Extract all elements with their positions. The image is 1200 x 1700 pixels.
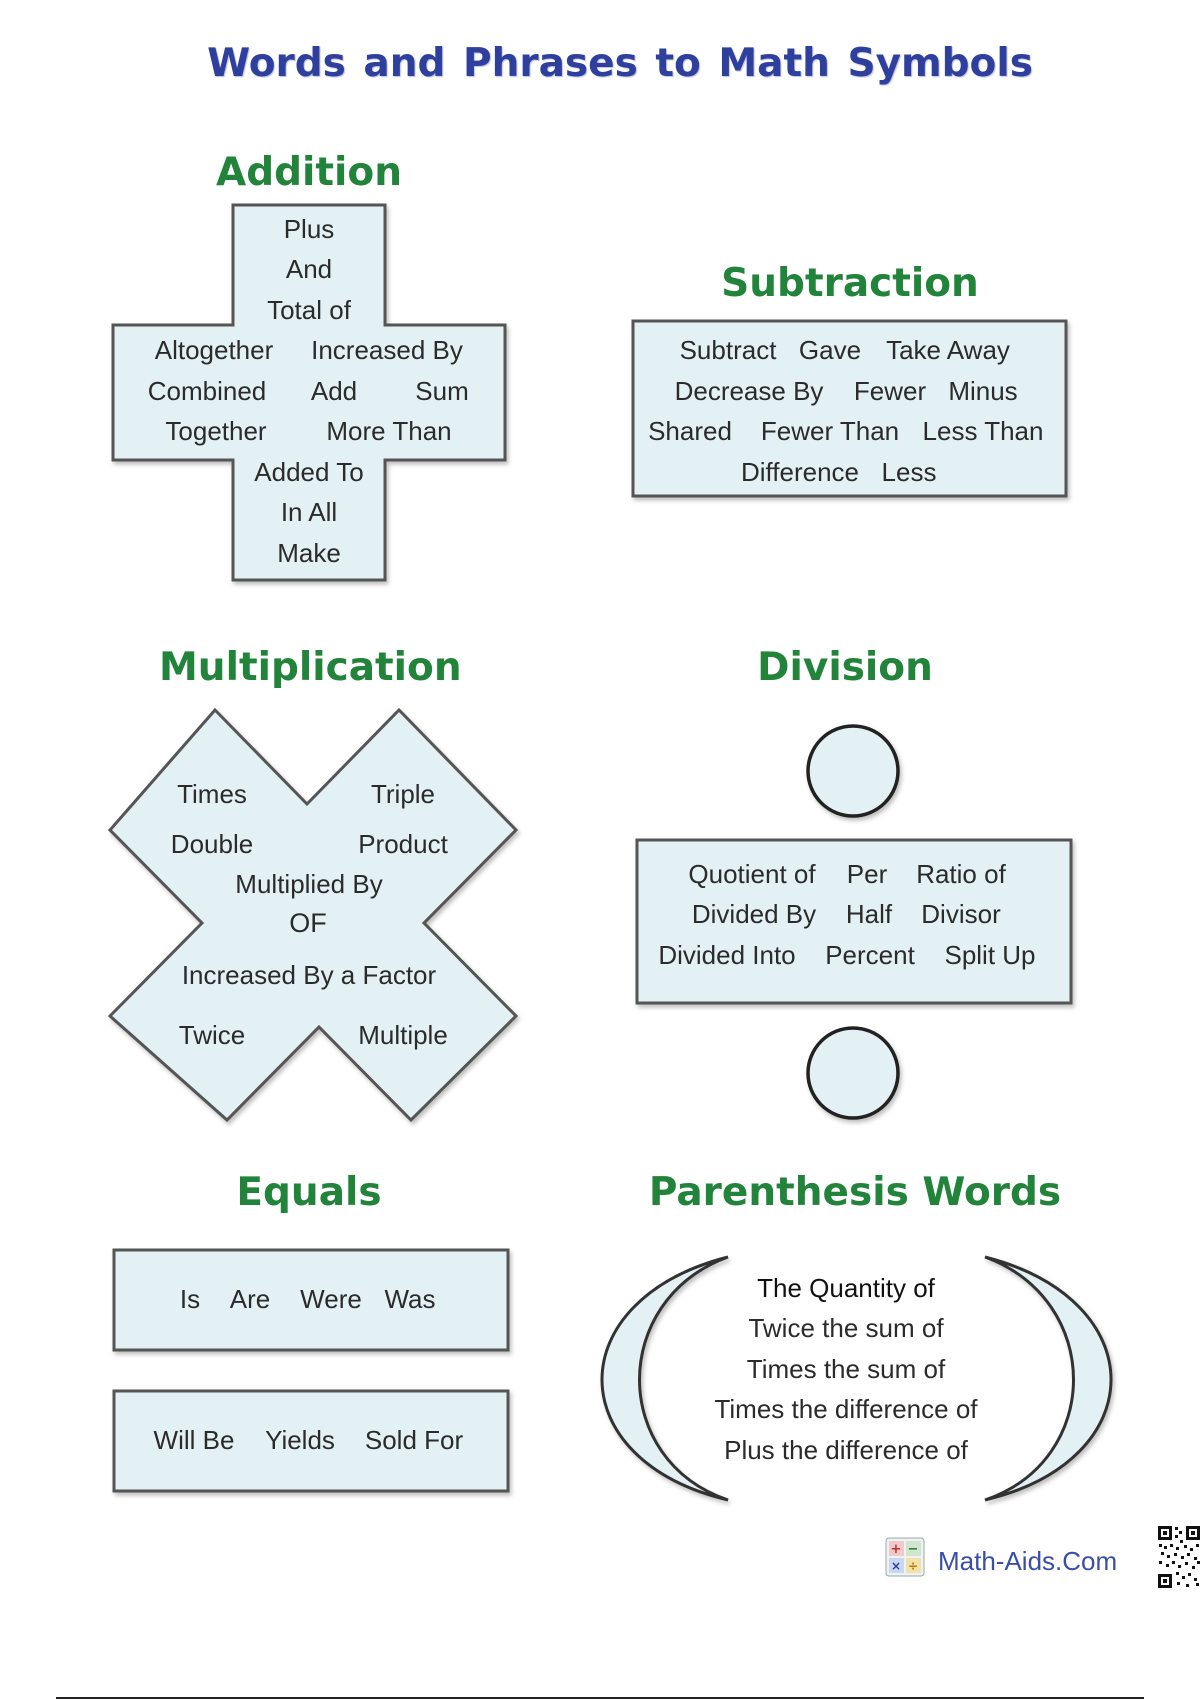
division-word: Percent [825, 940, 915, 970]
addition-word: More Than [326, 416, 452, 446]
addition-plus-shape [111, 203, 507, 582]
parenthesis-phrase: Times the sum of [746, 1354, 946, 1384]
subtraction-word: Difference [740, 457, 860, 487]
math-aids-link[interactable]: Math-Aids.Com [938, 1546, 1118, 1576]
multiplication-word: Times [177, 779, 247, 809]
addition-word: Plus [283, 214, 335, 244]
addition-word: Combined [147, 376, 267, 406]
equals-word: Was [384, 1284, 436, 1314]
division-word: Divisor [921, 899, 1001, 929]
parenthesis-heading: Parenthesis Words [648, 1170, 1062, 1215]
equals-word: Yields [265, 1425, 335, 1455]
subtraction-word: Less Than [922, 416, 1044, 446]
subtraction-word: Fewer [853, 376, 927, 406]
equals-bottom-box [112, 1389, 510, 1493]
division-bottom-dot [806, 1026, 900, 1120]
equals-top-box [112, 1248, 510, 1352]
multiplication-word: Product [358, 829, 448, 859]
subtraction-word: Decrease By [674, 376, 824, 406]
multiplication-word: Increased By a Factor [181, 960, 437, 990]
addition-word: In All [280, 497, 338, 527]
division-bar-box [635, 838, 1073, 1005]
footer-divider [56, 1697, 1144, 1699]
right-parenthesis-shape [984, 1255, 1113, 1502]
svg-text:+: + [891, 1542, 902, 1557]
addition-word: Increased By [311, 335, 463, 365]
calculator-icon: + − × ÷ [885, 1537, 925, 1577]
addition-heading: Addition [216, 150, 402, 195]
qr-code-icon [1158, 1526, 1200, 1588]
division-word: Quotient of [688, 859, 816, 889]
parenthesis-phrase: Plus the difference of [724, 1435, 968, 1465]
division-heading: Division [757, 645, 933, 690]
addition-word: Together [165, 416, 267, 446]
addition-word: Altogether [154, 335, 274, 365]
addition-word: Sum [415, 376, 469, 406]
addition-word: Added To [254, 457, 364, 487]
subtraction-word: Less [881, 457, 937, 487]
equals-word: Will Be [153, 1425, 235, 1455]
svg-text:−: − [908, 1542, 919, 1557]
subtraction-heading: Subtraction [721, 261, 979, 306]
equals-word: Are [229, 1284, 271, 1314]
division-top-dot [806, 724, 900, 818]
subtraction-word: Subtract [679, 335, 777, 365]
multiplication-word: Multiple [358, 1020, 448, 1050]
multiplication-word: Twice [178, 1020, 246, 1050]
subtraction-word: Fewer Than [760, 416, 900, 446]
equals-word: Is [179, 1284, 201, 1314]
subtraction-word: Take Away [886, 335, 1010, 365]
multiplication-x-shape [107, 707, 519, 1123]
division-word: Split Up [944, 940, 1036, 970]
parenthesis-phrase: Twice the sum of [748, 1313, 944, 1343]
equals-word: Sold For [364, 1425, 464, 1455]
addition-word: Total of [267, 295, 351, 325]
addition-word: Make [277, 538, 341, 568]
subtraction-word: Gave [798, 335, 862, 365]
subtraction-word: Shared [648, 416, 732, 446]
svg-text:×: × [891, 1559, 901, 1573]
parenthesis-phrase: The Quantity of [757, 1273, 935, 1303]
addition-word: And [285, 254, 333, 284]
division-word: Ratio of [916, 859, 1006, 889]
svg-text:÷: ÷ [908, 1559, 918, 1573]
multiplication-word: OF [289, 908, 327, 938]
equals-heading: Equals [236, 1170, 382, 1215]
equals-word: Were [300, 1284, 362, 1314]
subtraction-word: Minus [948, 376, 1018, 406]
multiplication-word: Multiplied By [235, 869, 383, 899]
division-word: Divided By [691, 899, 817, 929]
multiplication-heading: Multiplication [159, 645, 462, 690]
parenthesis-phrase: Times the difference of [714, 1394, 978, 1424]
subtraction-box [631, 319, 1068, 498]
addition-word: Add [310, 376, 358, 406]
left-parenthesis-shape [600, 1255, 729, 1502]
division-word: Half [845, 899, 893, 929]
division-word: Per [846, 859, 888, 889]
division-word: Divided Into [658, 940, 796, 970]
multiplication-word: Double [170, 829, 254, 859]
page-title: Words and Phrases to Math Symbols [207, 41, 1033, 86]
multiplication-word: Triple [370, 779, 436, 809]
